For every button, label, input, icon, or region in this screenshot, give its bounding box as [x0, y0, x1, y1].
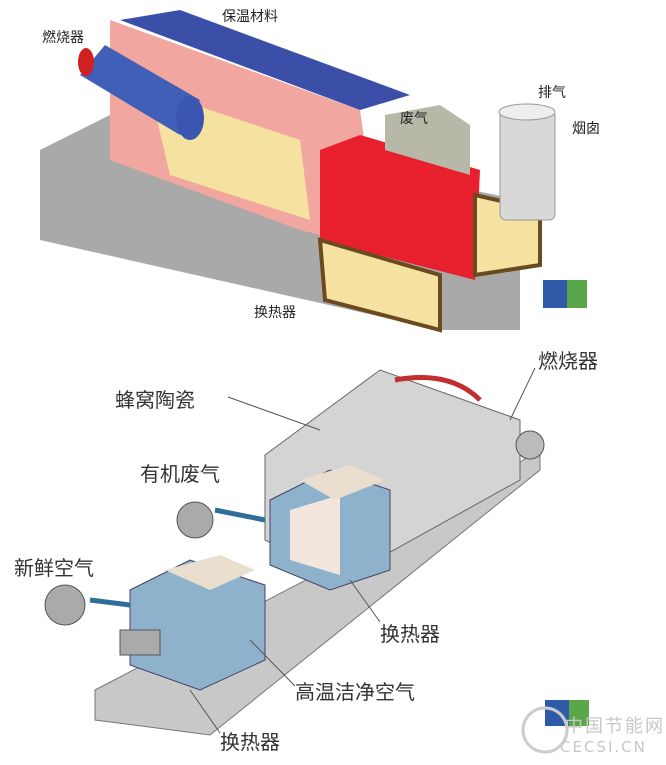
label-waste-gas: 废气	[400, 111, 428, 127]
watermark-cn: 中国节能网	[565, 716, 665, 737]
top-furnace-diagram	[40, 10, 556, 333]
label-fresh-air: 新鲜空气	[14, 556, 94, 580]
chimney	[499, 109, 556, 221]
heat-exchanger-lower	[129, 559, 266, 691]
label-insulation: 保温材料	[222, 9, 278, 25]
flow-arrow-blue	[89, 597, 131, 608]
leader-hx2	[189, 689, 221, 734]
honeycomb-lower	[165, 555, 255, 590]
label-heat-exchanger-top: 换热器	[254, 305, 296, 321]
burner-tip	[78, 48, 94, 76]
leader-hot	[249, 639, 296, 687]
label-hot-clean-air: 高温洁净空气	[295, 680, 415, 704]
chimney-top	[498, 103, 556, 121]
bottom-logo	[521, 700, 589, 754]
watermark-emblem	[521, 706, 569, 754]
honeycomb-upper	[300, 465, 385, 500]
leader-hx1	[349, 579, 381, 623]
label-heat-exchanger-2: 换热器	[220, 730, 280, 754]
bottom-rto-diagram	[44, 367, 545, 736]
label-exhaust: 排气	[538, 85, 566, 101]
label-heat-exchanger-1: 换热器	[380, 622, 440, 646]
fan-upper	[176, 501, 214, 539]
fan-lower	[44, 584, 86, 626]
cylinder-duct	[119, 629, 161, 656]
burner-end	[176, 96, 204, 140]
watermark-domain: CECSI.CN	[560, 738, 647, 756]
lower-chamber-left	[317, 237, 442, 333]
label-chimney: 烟囱	[572, 121, 600, 137]
label-organic-waste-gas: 有机废气	[140, 462, 220, 486]
label-burner-bottom: 燃烧器	[538, 349, 598, 373]
leader-burner	[509, 367, 536, 421]
leader-honeycomb	[227, 396, 321, 431]
insulation-top	[120, 10, 410, 110]
flow-arrow-blue-2	[214, 507, 266, 523]
waste-gas-inlet	[385, 105, 470, 175]
heat-exchanger-upper-front	[290, 495, 340, 575]
label-burner-top: 燃烧器	[42, 30, 84, 46]
flow-arrow-red	[394, 375, 482, 402]
label-honeycomb-ceramic: 蜂窝陶瓷	[115, 388, 195, 412]
top-logo	[543, 280, 587, 308]
heat-exchanger-red	[320, 135, 480, 280]
burner-cylinder	[80, 45, 200, 135]
burner-fan	[515, 430, 545, 460]
